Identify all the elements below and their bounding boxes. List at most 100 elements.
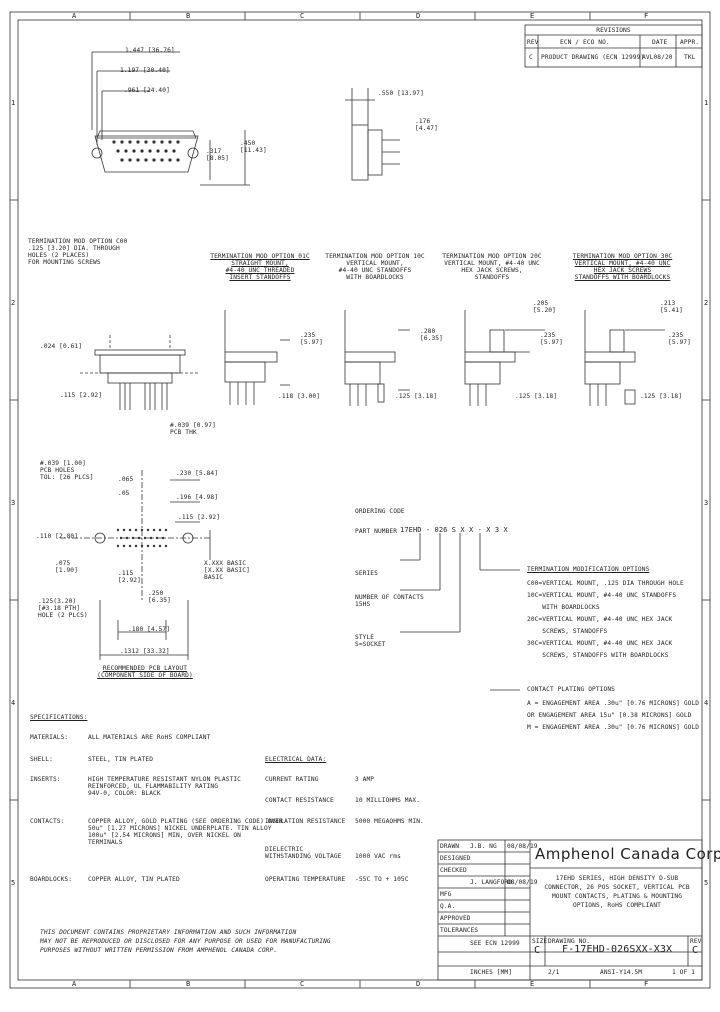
dim-176: .176 [4.47] (415, 118, 438, 132)
tb-row-approved: APPROVED (440, 915, 471, 922)
view-label-10c: TERMINATION MOD OPTION 10C VERTICAL MOUN… (325, 253, 425, 281)
tb-row-checked: CHECKED (440, 867, 467, 874)
tb-row-checked-v2: 08/08/19 (507, 879, 538, 886)
rev-header-date: DATE (652, 39, 668, 46)
zone-top-d: D (416, 12, 421, 20)
elec-label-1: CURRENT RATING (265, 776, 319, 783)
elec-label-5: OPERATING TEMPERATURE (265, 876, 346, 883)
zone-bottom-a: A (72, 980, 77, 988)
elec-label-2: CONTACT RESISTANCE (265, 797, 334, 804)
elec-label-3: INSULATION RESISTANCE (265, 818, 346, 825)
rev-label: REV (690, 938, 702, 945)
zone-bottom-b: B (186, 980, 191, 988)
tb-row-qa: Q.A. (440, 903, 456, 910)
tb-row-drawn-v2: 08/08/19 (507, 843, 538, 850)
zone-top-a: A (72, 12, 77, 20)
spec-shell-value: STEEL, TIN PLATED (88, 756, 154, 763)
rev-value: C (692, 945, 699, 956)
rev-row-ecn: PRODUCT DRAWING (ECN 12999) (541, 54, 645, 61)
v5-dim-125: .125 [3.18] (640, 393, 683, 400)
v1-dim-115: .115 [2.92] (60, 392, 103, 399)
company-name: Amphenol Canada Corp. (535, 845, 720, 863)
pcb-basic-note: X.XXX BASIC [X.XX BASIC] BASIC (204, 560, 250, 581)
dwg-label: DRAWING NO. (548, 938, 591, 945)
tb-row-drawn-v1: J.B. NG (470, 843, 497, 850)
spec-inserts-value: HIGH TEMPERATURE RESISTANT NYLON PLASTIC… (88, 776, 242, 797)
v3-dim-125: .125 [3.18] (395, 393, 438, 400)
view-label-01c: TERMINATION MOD OPTION 01C STRAIGHT MOUN… (210, 253, 310, 281)
zone-top-c: C (300, 12, 305, 20)
term-option-3: WITH BOARDLOCKS (527, 604, 600, 611)
view-label-20c: TERMINATION MOD OPTION 20C VERTICAL MOUN… (442, 253, 542, 281)
pcb-dim-115: .115 [2.92] (178, 514, 221, 521)
dim-1447: 1.447 [36.76] (125, 47, 175, 54)
v5-dim-213: .213 [5.41] (660, 300, 683, 314)
v1-dim-pcb: #.039 [0.97] PCB THK (170, 422, 216, 436)
pcb-dim-230: .230 [5.84] (176, 470, 219, 477)
ordering-series: SERIES (355, 570, 378, 577)
v2-dim-235: .235 [5.97] (300, 332, 323, 346)
ordering-partno: 17EHD - 026 S X X - X 3 X (400, 526, 508, 534)
spec-boardlocks-value: COPPER ALLOY, TIN PLATED (88, 876, 180, 883)
pcb-dim-05: .05 (118, 490, 130, 497)
zone-bottom-f: F (644, 980, 649, 988)
dim-1197: 1.197 [30.40] (120, 67, 170, 74)
zone-left-1: 1 (11, 99, 16, 107)
elec-value-1: 3 AMP (355, 776, 375, 783)
tb-row-designed: DESIGNED (440, 855, 471, 862)
size-value: C (534, 945, 541, 956)
v5-dim-235: .235 [5.97] (668, 332, 691, 346)
ordering-contacts: NUMBER OF CONTACTS 15HS (355, 594, 424, 608)
zone-top-f: F (644, 12, 649, 20)
zone-left-2: 2 (11, 299, 16, 307)
specs-materials-label: MATERIALS: (30, 734, 69, 741)
tb-row-tol: TOLERANCES (440, 927, 479, 934)
zone-top-e: E (530, 12, 535, 20)
term-option-6: 30C=VERTICAL MOUNT, #4-40 UNC HEX JACK (527, 640, 673, 647)
dim-317: .317 [8.05] (206, 148, 229, 162)
pcb-dim-125: .125(3.20) [#3.18 PTH] HOLE (2 PLCS) (38, 598, 88, 619)
plating-option-2: OR ENGAGEMENT AREA 15u" [0.38 MICRONS] G… (527, 712, 692, 719)
dim-550: .550 [13.97] (378, 90, 424, 97)
dim-961: .961 [24.40] (124, 87, 170, 94)
zone-right-4: 4 (704, 699, 709, 707)
pcb-caption: RECOMMENDED PCB LAYOUT (COMPONENT SIDE O… (97, 665, 193, 679)
zone-bottom-e: E (530, 980, 535, 988)
pcb-dim-065: .065 (118, 476, 134, 483)
term-options-title: TERMINATION MODIFICATION OPTIONS (527, 566, 650, 573)
ordering-title: ORDERING CODE (355, 508, 405, 515)
zone-right-5: 5 (704, 879, 709, 887)
pcb-dim-075: .075 [1.90] (55, 560, 78, 574)
zone-top-b: B (186, 12, 191, 20)
elec-value-4: 1000 VAC rms (355, 853, 401, 860)
pcb-dim-196: .196 [4.98] (176, 494, 219, 501)
v3-dim-280: .280 [6.35] (420, 328, 443, 342)
zone-left-5: 5 (11, 879, 16, 887)
pcb-dim-110: .110 [2.80] (36, 533, 79, 540)
tb-row-checked-v1: J. LANGFORD (470, 879, 513, 886)
spec-inserts-label: INSERTS: (30, 776, 61, 783)
specs-materials-value: ALL MATERIALS ARE RoHS COMPLIANT (88, 734, 211, 741)
rev-header-rev: REV (527, 39, 539, 46)
rev-row-appr: TKL (684, 54, 696, 61)
zone-bottom-c: C (300, 980, 305, 988)
spec-contacts-label: CONTACTS: (30, 818, 65, 825)
pcb-dim-115b: .115 [2.92] (118, 570, 141, 584)
pcb-dim-250: .250 [6.35] (148, 590, 171, 604)
view-label-30c: TERMINATION MOD OPTION 30C VERTICAL MOUN… (572, 253, 673, 281)
plating-option-3: M = ENGAGEMENT AREA .30u" [0.76 MICRONS]… (527, 724, 700, 731)
elec-value-2: 10 MILLIOHMS MAX. (355, 797, 421, 804)
spec-boardlocks-label: BOARDLOCKS: (30, 876, 73, 883)
elec-label-4: DIELECTRIC WITHSTANDING VOLTAGE (265, 846, 342, 860)
rev-header-appr: APPR. (680, 39, 700, 46)
elec-value-5: -55C TO + 105C (355, 876, 409, 883)
elec-value-3: 5000 MEGAOHMS MIN. (355, 818, 424, 825)
zone-right-3: 3 (704, 499, 709, 507)
tb-row-mfg: MFG (440, 891, 452, 898)
v4-dim-205: .205 [5.20] (533, 300, 556, 314)
ordering-partno-label: PART NUMBER (355, 528, 398, 535)
term-option-2: 10C=VERTICAL MOUNT, #4-40 UNC STANDOFFS (527, 592, 677, 599)
rev-row-rev: C (529, 54, 533, 61)
pcb-dim-180: .180 [4.57] (128, 626, 171, 633)
